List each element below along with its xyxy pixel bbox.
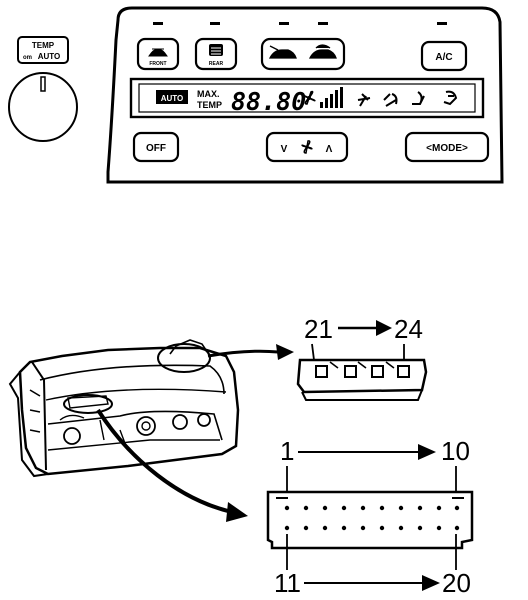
small-connector-pin-21 [315,365,328,378]
large-connector-top-end-label: 10 [441,436,470,466]
front-defrost-icon [148,48,168,57]
small-connector-end-label: 24 [394,314,423,344]
connector-ring-large [63,394,113,414]
fresh-air-icon [268,45,297,59]
temp-knob-dial [8,72,78,142]
rear-knob-right [172,414,188,430]
small-connector: 21 24 [296,314,428,401]
fan-speed-bars-icon [320,87,343,108]
temp-auto-knob: TEMP AUTO om [8,36,78,142]
off-button-label: OFF [146,143,166,154]
temperature-digits: 88.80 [231,87,306,116]
mode-defrost-foot-icon [443,90,458,106]
unit-housing [18,346,240,476]
mode-bilevel-icon [383,93,398,107]
recirc-indicator-led [318,22,328,25]
mode-face-icon [357,93,371,107]
large-connector-body [266,490,474,550]
arrow-to-small-connector [207,349,279,358]
rear-defrost-label: REAR [209,61,224,67]
max-temp-line2: TEMP [197,100,222,110]
front-indicator-led [153,22,163,25]
arrow-to-small-connector-head [276,344,294,360]
small-connector-pin-23 [371,365,384,378]
large-connector: 1 10 11 20 [266,436,474,598]
large-connector-bottom-end-label: 20 [442,568,471,598]
small-connector-pin-24 [397,365,410,378]
fan-up-label: Λ [326,144,333,155]
mode-foot-icon [412,91,425,105]
small-connector-pin-22 [344,365,357,378]
front-defrost-label: FRONT [149,61,166,67]
rear-defrost-icon [209,44,223,56]
temp-knob-label-line1: TEMP [32,41,55,50]
rear-indicator-led [210,22,220,25]
arrow-to-large-connector-head [226,502,248,522]
recirculate-icon [308,44,337,59]
ac-button[interactable] [420,40,468,72]
temp-knob-label-box [17,36,69,64]
unit-face-plate [8,371,49,478]
large-connector-top-start-label: 1 [280,436,294,466]
auto-indicator-box [156,90,188,104]
fresh-indicator-led [279,22,289,25]
temp-knob-prefix: om [23,55,32,61]
temp-knob-label-line2: AUTO [38,52,61,61]
small-connector-start-label: 21 [304,314,333,344]
fan-icon [302,90,316,105]
max-temp-line1: MAX. [197,89,220,99]
off-button[interactable] [132,131,180,163]
arrow-to-large-connector [96,408,233,514]
fan-down-label: V [281,144,288,155]
ac-button-label: A/C [435,52,452,63]
temp-knob-pointer [40,76,46,92]
fan-button-icon [301,140,313,154]
climate-control-panel: FRONT REAR A/C AUTO MAX. TEMP 88.80 [106,6,504,184]
lcd-display: AUTO MAX. TEMP 88.80 [129,77,485,119]
mode-button-label: <MODE> [426,143,468,154]
ac-indicator-led [437,22,447,25]
control-unit-rear-view [8,339,240,478]
rear-knob-mid [136,416,156,436]
large-connector-pins [284,505,460,531]
connector-ring-small [157,343,211,373]
rear-knob-far-right [197,413,211,427]
large-connector-bottom-start-label: 11 [274,568,301,598]
auto-indicator-text: AUTO [161,94,184,103]
rear-knob-left [63,427,81,445]
mode-button[interactable] [404,131,490,163]
